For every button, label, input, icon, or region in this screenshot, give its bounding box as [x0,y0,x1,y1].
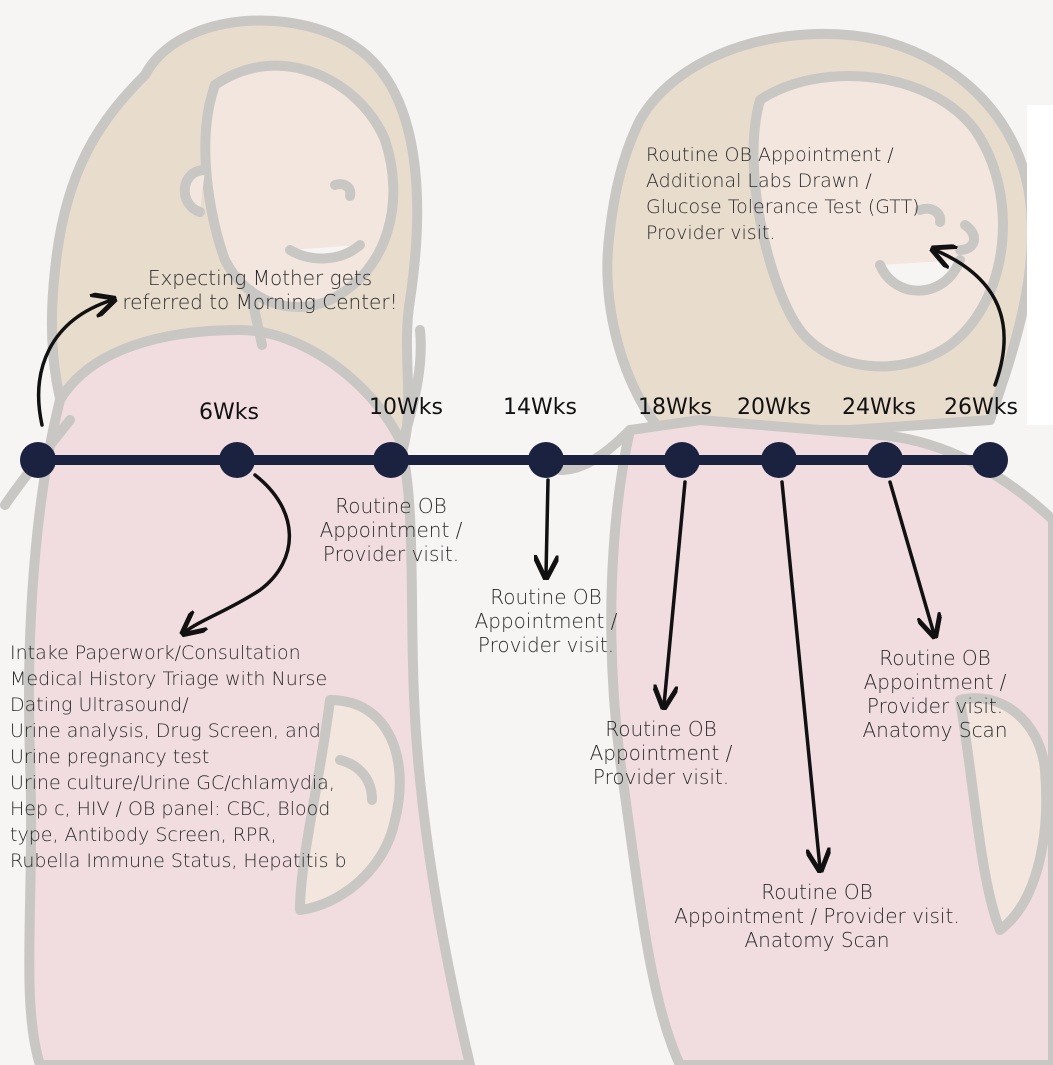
week-label-6: 6Wks [199,400,259,425]
timeline-dot-18wks [664,442,700,478]
timeline-dot-6wks [219,442,255,478]
note-24wks: Routine OB Appointment / Provider visit.… [862,646,1008,742]
note-14wks: Routine OB Appointment / Provider visit. [474,585,618,657]
week-label-14: 14Wks [503,395,577,420]
left-woman-figure [0,15,475,1065]
week-label-18: 18Wks [638,395,712,420]
arrow-referral [37,300,112,427]
note-18wks: Routine OB Appointment / Provider visit. [589,717,733,789]
week-label-10: 10Wks [369,395,443,420]
timeline-dot-24wks [867,442,903,478]
week-label-26: 26Wks [944,395,1018,420]
arrow-24wks [888,480,934,634]
week-label-20: 20Wks [737,395,811,420]
timeline-dot-start [20,442,56,478]
arrow-intake [185,473,292,632]
timeline-dot-20wks [761,442,797,478]
note-10wks: Routine OB Appointment / Provider visit. [319,494,463,566]
week-label-24: 24Wks [842,395,916,420]
note-20wks: Routine OB Appointment / Provider visit.… [674,880,960,952]
arrow-14wks [546,478,548,575]
arrow-20wks [780,480,820,868]
timeline-dot-26wks [972,442,1008,478]
note-referral: Expecting Mother gets referred to Mornin… [122,266,398,314]
arrow-26wks [935,250,1006,387]
arrow-18wks [664,480,687,705]
timeline-dot-14wks [528,442,564,478]
note-26wks: Routine OB Appointment / Additional Labs… [646,144,920,244]
right-woman-figure [555,29,1053,1065]
timeline-dot-10wks [373,442,409,478]
note-intake: Intake Paperwork/Consultation Medical Hi… [10,642,347,872]
side-panel [1027,105,1053,425]
